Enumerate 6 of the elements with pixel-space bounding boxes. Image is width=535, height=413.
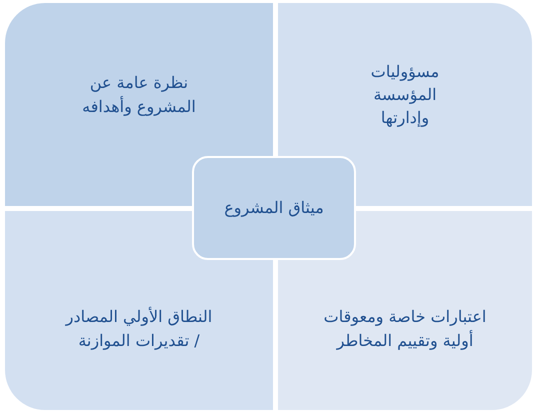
center-box [192,156,356,260]
node-label: مسؤوليات المؤسسة وإدارتها [370,60,440,130]
node-label: نظرة عامة عن المشروع وأهدافه [81,72,197,118]
node-label: النطاق الأولي المصادر / تقديرات الموازنة [64,306,214,352]
node-label: ميثاق المشروع [224,197,324,220]
node-label: اعتبارات خاصة ومعوقات أولية وتقييم المخاطر [322,306,488,352]
